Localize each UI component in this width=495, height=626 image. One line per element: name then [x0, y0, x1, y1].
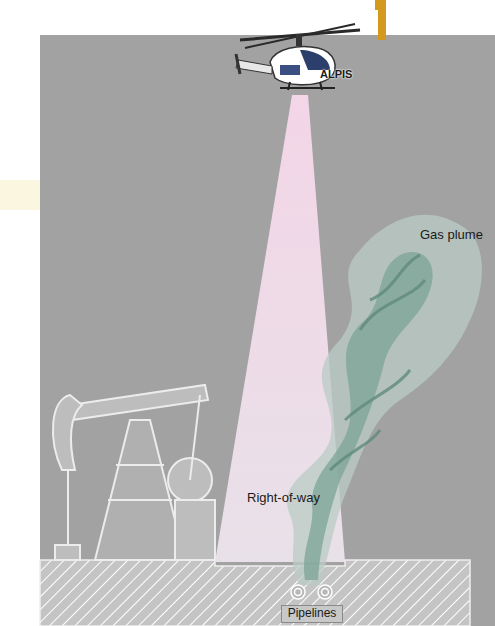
area-label: Right-of-way: [247, 491, 320, 505]
background-panel: [40, 35, 495, 626]
pipes: [291, 585, 332, 599]
node-text: Pipelines: [288, 607, 337, 620]
helicopter: [236, 24, 360, 90]
corner-mark: [375, 0, 386, 40]
instrument-label: ALPIS: [320, 68, 352, 80]
ground: [40, 560, 470, 626]
gas-plume: [287, 215, 482, 585]
plume-label: Gas plume: [420, 228, 483, 242]
pipeline-label-box: Pipelines: [281, 605, 344, 622]
accent-strip: [0, 180, 40, 210]
pump-jack: [53, 385, 215, 560]
